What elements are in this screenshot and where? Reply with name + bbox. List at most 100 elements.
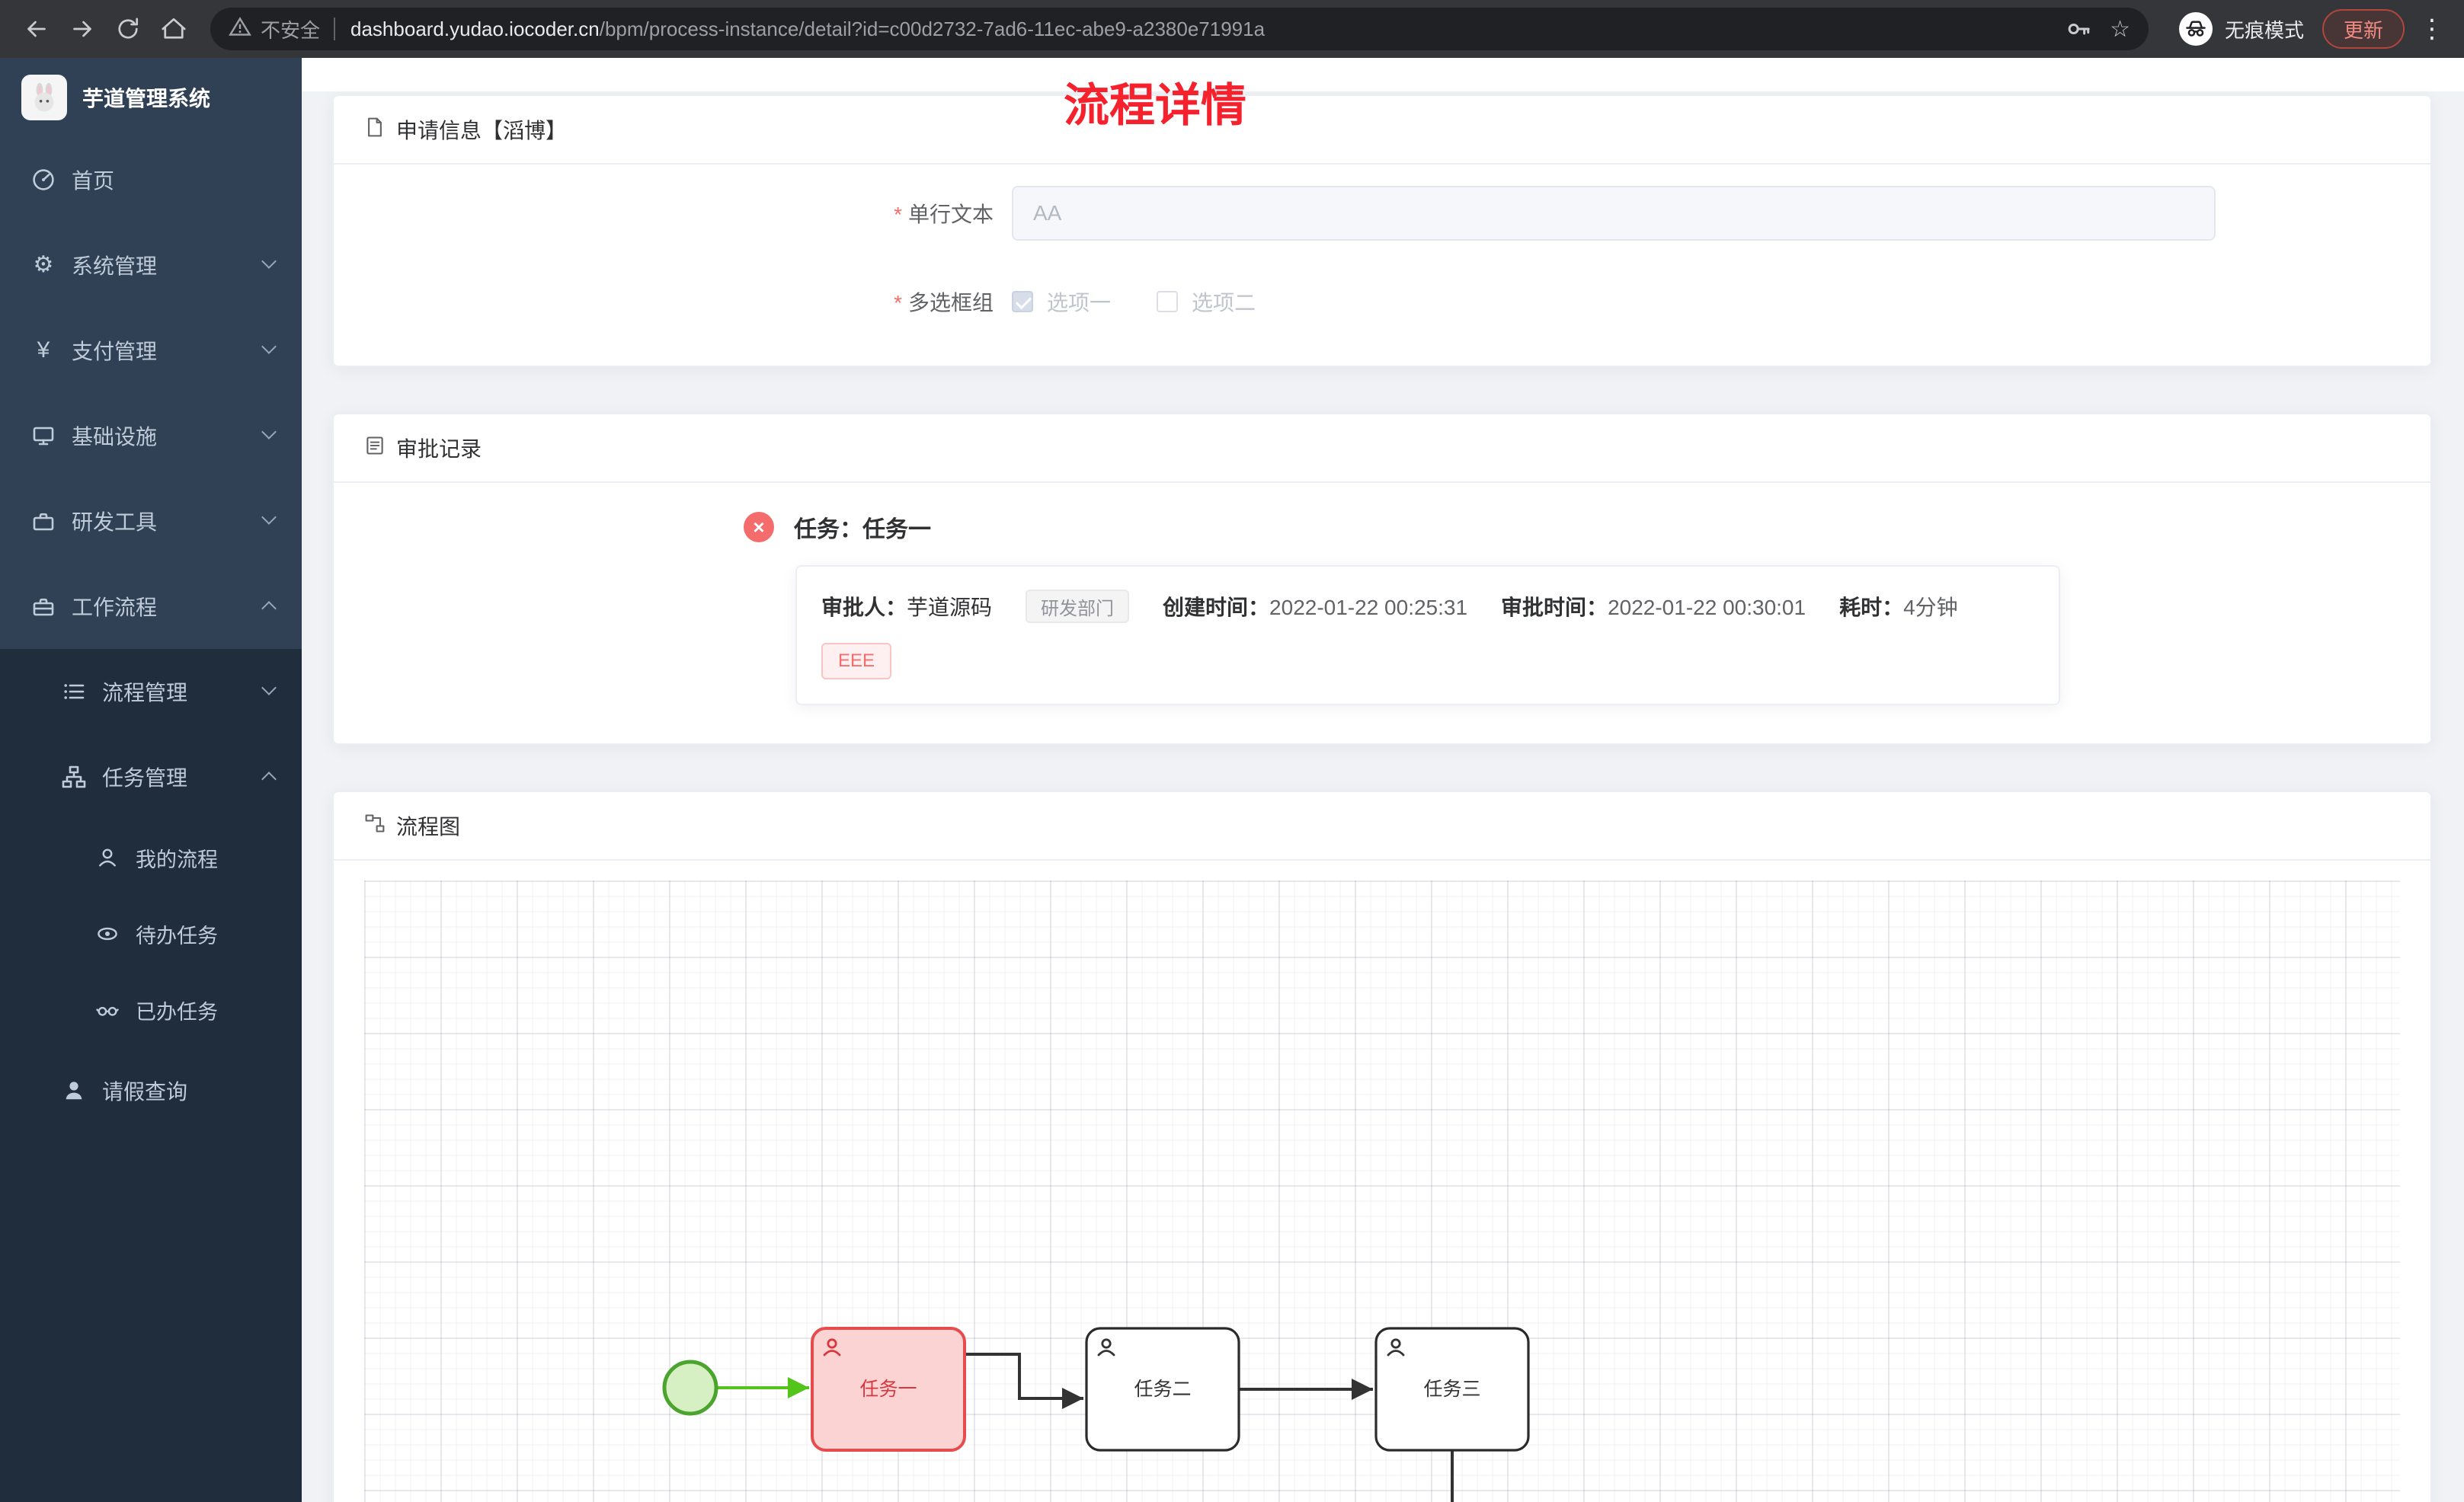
- yen-icon: ¥: [37, 337, 50, 363]
- incognito-badge: 无痕模式: [2178, 12, 2304, 46]
- checkbox-group: 选项一 选项二: [1012, 286, 1256, 317]
- sidebar-item-payment[interactable]: ¥ 支付管理: [0, 308, 302, 393]
- approve-time-group: 审批时间：2022-01-22 00:30:01: [1501, 596, 1806, 619]
- duration-group: 耗时：4分钟: [1839, 596, 1958, 619]
- divider: [334, 18, 336, 40]
- url-path: /bpm/process-instance/detail?id=c00d2732…: [599, 17, 1266, 40]
- department-tag: 研发部门: [1026, 590, 1130, 623]
- record-icon: [364, 435, 386, 462]
- sidebar-menu: 首页 ⚙ 系统管理 ¥ 支付管理 基础设施: [0, 137, 302, 1133]
- bookmark-star-icon[interactable]: ☆: [2110, 16, 2130, 42]
- toolbox-icon: [30, 509, 56, 533]
- approval-record-card: 审批记录 × 任务：任务一 审批人：芋道源码 研发部门 创建时间：2022-01…: [332, 413, 2432, 745]
- update-button[interactable]: 更新: [2322, 9, 2405, 49]
- flow-task1-to-task2: [965, 1353, 1083, 1409]
- sidebar: 芋道管理系统 首页 ⚙ 系统管理 ¥ 支付管理: [0, 58, 302, 1502]
- process-diagram-card-header: 流程图: [334, 792, 2430, 861]
- task-name: 任务：任务一: [794, 517, 931, 542]
- sidebar-item-workflow[interactable]: 工作流程: [0, 564, 302, 649]
- content-top-strip: [302, 58, 2464, 91]
- browser-menu-icon[interactable]: ⋮: [2419, 14, 2445, 43]
- person-icon: [61, 1079, 87, 1102]
- chevron-down-icon: [261, 339, 277, 354]
- sidebar-item-home[interactable]: 首页: [0, 137, 302, 222]
- bpmn-task-2[interactable]: 任务二: [1085, 1327, 1240, 1452]
- checkbox-option-2[interactable]: 选项二: [1157, 286, 1256, 317]
- warning-icon: [229, 15, 251, 43]
- home-icon[interactable]: [152, 8, 195, 50]
- bpmn-task-2-label: 任务二: [1134, 1379, 1191, 1400]
- url-text: dashboard.yudao.iocoder.cn/bpm/process-i…: [350, 18, 2047, 41]
- single-line-text-input[interactable]: [1012, 186, 2216, 241]
- checkbox-checked-icon: [1012, 291, 1033, 312]
- approver-name: 芋道源码: [907, 596, 993, 619]
- timeline-row: × 任务：任务一: [744, 510, 2400, 544]
- reload-icon[interactable]: [107, 8, 149, 50]
- app-logo-image: [21, 75, 67, 120]
- sidebar-item-my-process[interactable]: 我的流程: [0, 820, 302, 896]
- form-row-checkbox: *多选框组 选项一 选项二: [364, 274, 2400, 329]
- approval-record-card-title: 审批记录: [396, 437, 482, 461]
- sidebar-item-done-tasks[interactable]: 已办任务: [0, 972, 302, 1048]
- back-icon[interactable]: [15, 8, 58, 50]
- main-content: 流程详情 申请信息【滔博】 *单行文本 *多选框组: [302, 58, 2464, 1502]
- error-icon: ×: [744, 512, 774, 542]
- approval-detail-line: 审批人：芋道源码 研发部门 创建时间：2022-01-22 00:25:31 审…: [821, 590, 2034, 623]
- chevron-down-icon: [261, 680, 277, 695]
- required-asterisk: *: [894, 203, 902, 226]
- bpmn-task-1[interactable]: 任务一: [811, 1327, 966, 1452]
- browser-toolbar: 不安全 dashboard.yudao.iocoder.cn/bpm/proce…: [0, 0, 2464, 58]
- form-row-text: *单行文本: [364, 186, 2400, 241]
- chevron-up-icon: [261, 601, 277, 616]
- dashboard-icon: [30, 168, 56, 192]
- url-host: dashboard.yudao.iocoder.cn: [350, 17, 600, 40]
- address-bar[interactable]: 不安全 dashboard.yudao.iocoder.cn/bpm/proce…: [210, 8, 2149, 50]
- approval-detail-box: 审批人：芋道源码 研发部门 创建时间：2022-01-22 00:25:31 审…: [795, 565, 2060, 705]
- text-field-label: *单行文本: [894, 203, 994, 226]
- create-time-group: 创建时间：2022-01-22 00:25:31: [1163, 596, 1468, 619]
- chevron-down-icon: [261, 424, 277, 439]
- app-title: 芋道管理系统: [82, 87, 211, 110]
- process-diagram-card-title: 流程图: [396, 815, 461, 839]
- required-asterisk: *: [894, 291, 902, 315]
- apply-info-card-title: 申请信息【滔博】: [396, 119, 568, 142]
- sidebar-item-infra[interactable]: 基础设施: [0, 393, 302, 478]
- apply-info-card-header: 申请信息【滔博】: [334, 96, 2430, 165]
- checkbox-group-label: *多选框组: [894, 291, 994, 315]
- process-diagram-card: 流程图: [332, 791, 2432, 1502]
- briefcase-icon: [30, 594, 56, 618]
- chevron-up-icon: [261, 772, 277, 787]
- key-icon[interactable]: [2066, 16, 2091, 42]
- eye-icon: [94, 922, 120, 945]
- checkbox-option-1[interactable]: 选项一: [1012, 286, 1111, 317]
- sidebar-item-process-mgmt[interactable]: 流程管理: [0, 649, 302, 734]
- security-label: 不安全: [261, 18, 321, 42]
- app-logo: 芋道管理系统: [0, 58, 302, 137]
- sidebar-item-task-mgmt[interactable]: 任务管理: [0, 734, 302, 820]
- create-time-value: 2022-01-22 00:25:31: [1269, 596, 1468, 619]
- approver-group: 审批人：芋道源码: [821, 596, 993, 619]
- checkbox-unchecked-icon: [1157, 291, 1179, 312]
- diagram-icon: [364, 813, 386, 839]
- sidebar-item-leave-query[interactable]: 请假查询: [0, 1048, 302, 1133]
- bpmn-task-1-label: 任务一: [859, 1379, 917, 1400]
- chevron-down-icon: [261, 254, 277, 269]
- duration-value: 4分钟: [1903, 596, 1958, 619]
- sidebar-item-system[interactable]: ⚙ 系统管理: [0, 222, 302, 308]
- approve-time-value: 2022-01-22 00:30:01: [1608, 596, 1806, 619]
- chevron-down-icon: [261, 510, 277, 525]
- apply-info-card: 申请信息【滔博】 *单行文本 *多选框组 选项一: [332, 94, 2432, 367]
- comment-tag: EEE: [821, 643, 892, 679]
- list-icon: [61, 679, 87, 704]
- bpmn-task-3-label: 任务三: [1423, 1379, 1480, 1400]
- gear-icon: ⚙: [33, 252, 54, 277]
- sidebar-item-todo-tasks[interactable]: 待办任务: [0, 896, 302, 972]
- tree-icon: [61, 765, 87, 789]
- bpmn-canvas[interactable]: 任务一 任务二: [364, 880, 2400, 1502]
- bpmn-start-event[interactable]: [662, 1360, 718, 1416]
- sidebar-item-devtools[interactable]: 研发工具: [0, 478, 302, 564]
- approval-record-card-header: 审批记录: [334, 414, 2430, 483]
- forward-icon[interactable]: [61, 8, 104, 50]
- bpmn-task-3[interactable]: 任务三: [1374, 1327, 1530, 1452]
